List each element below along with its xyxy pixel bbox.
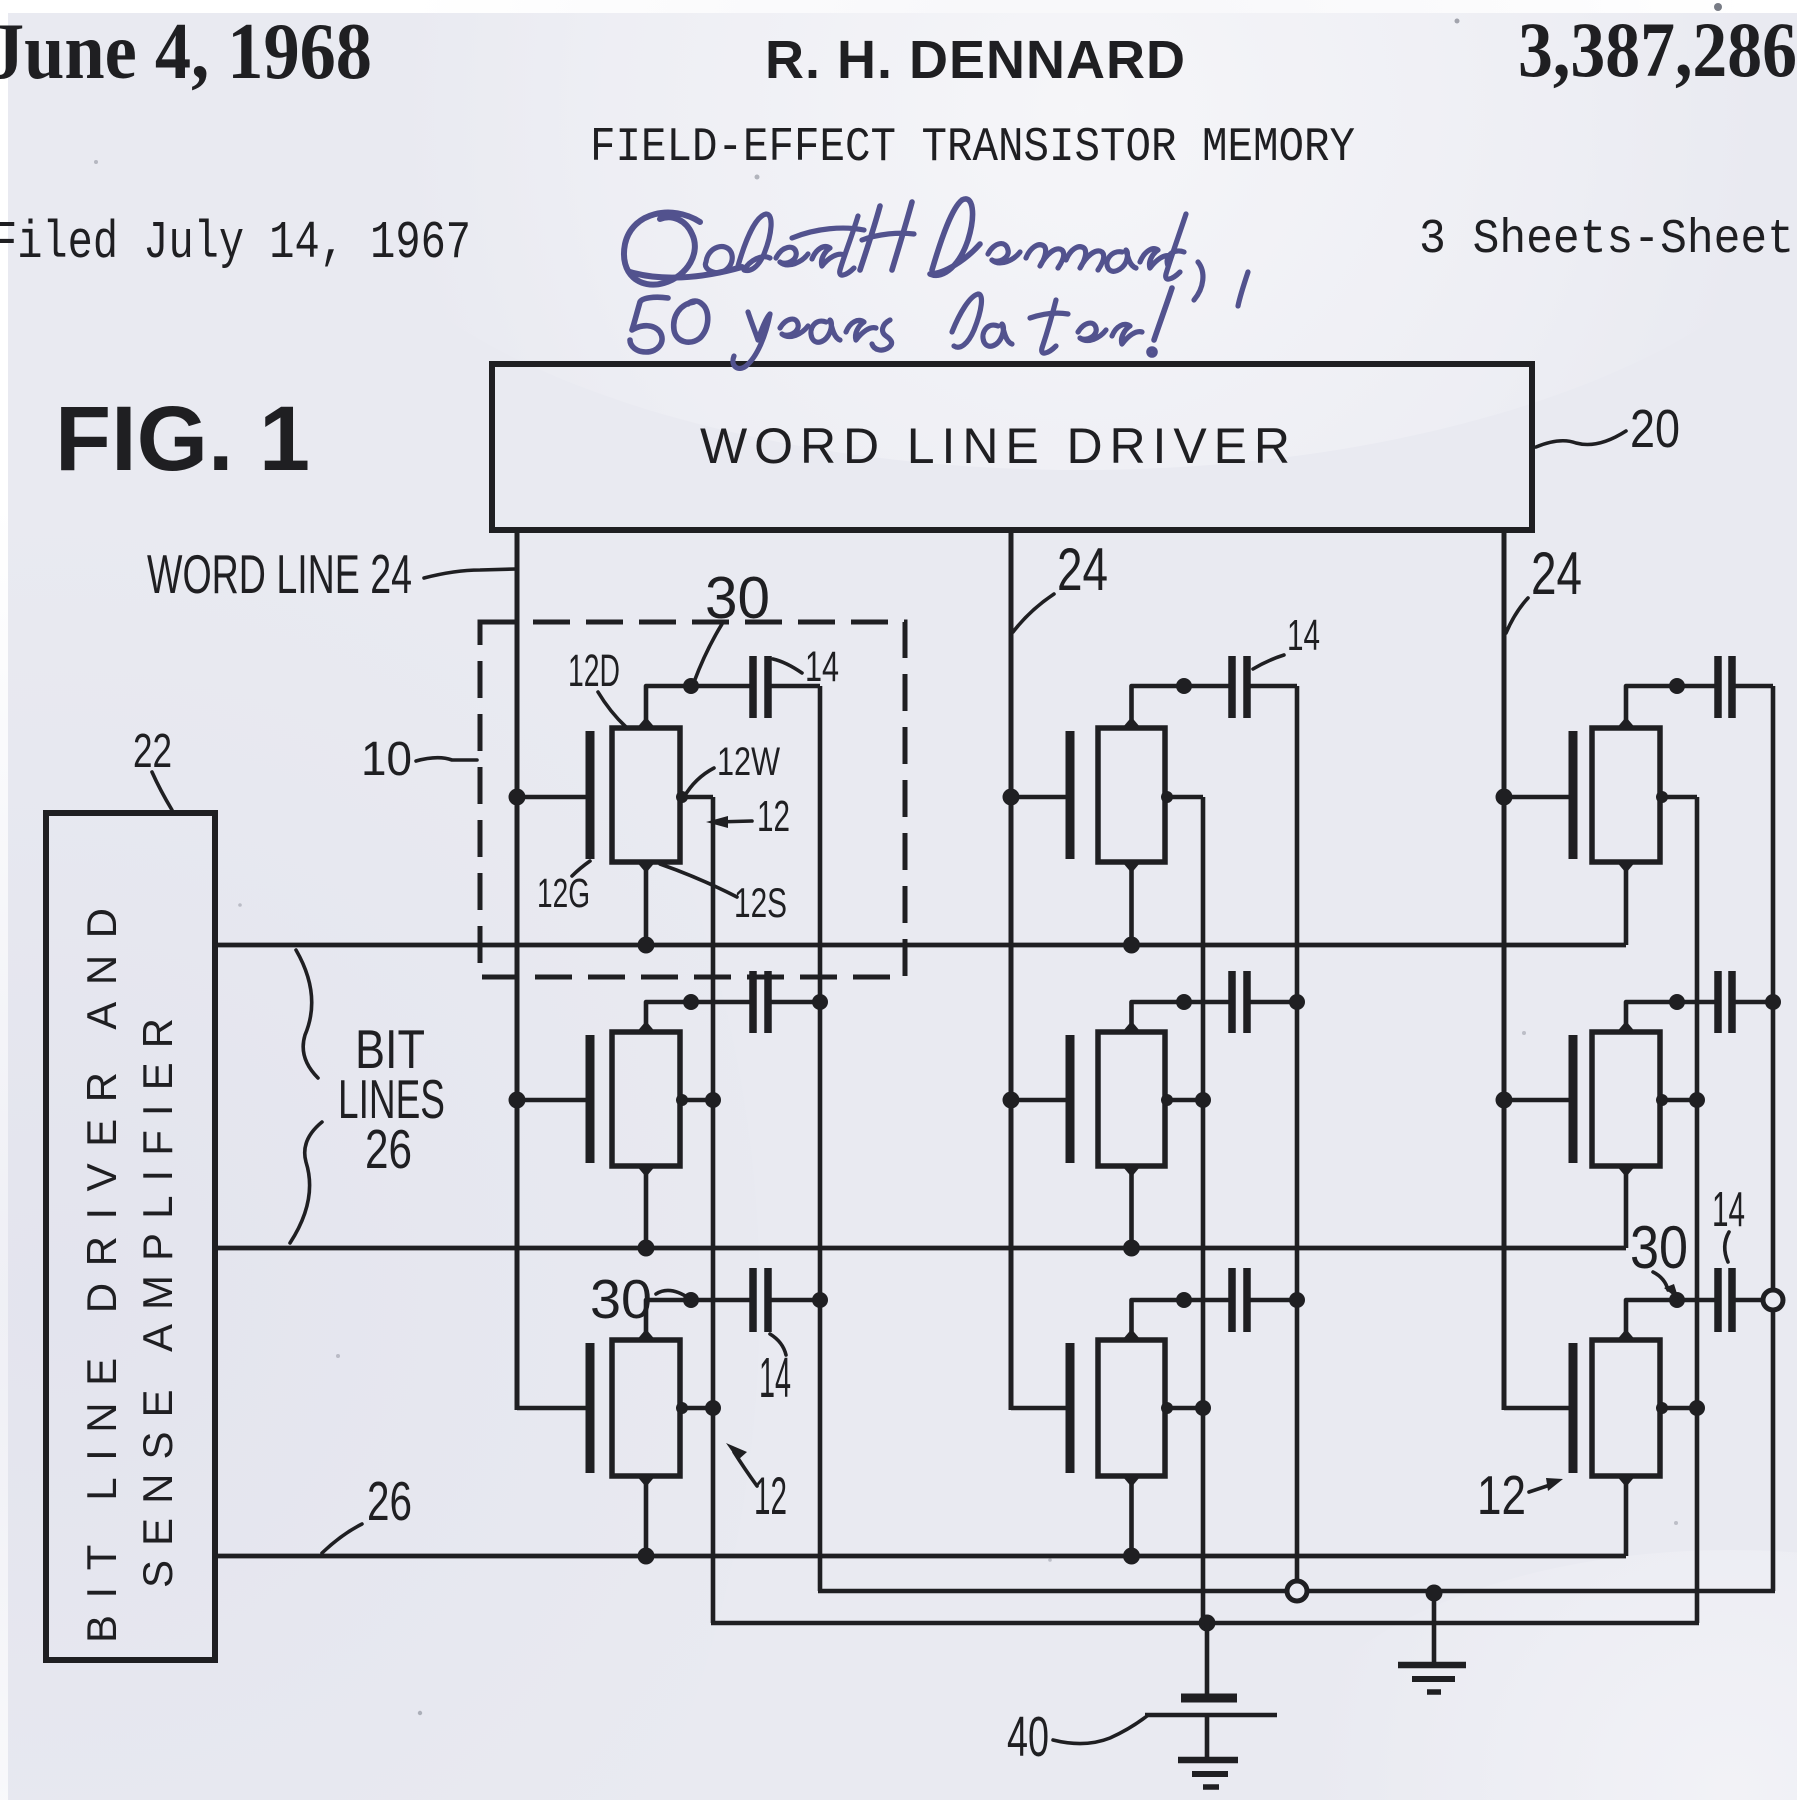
- svg-text:LINES: LINES: [338, 1068, 445, 1130]
- svg-text:26: 26: [367, 1470, 412, 1532]
- svg-text:14: 14: [805, 643, 839, 691]
- svg-text:12G: 12G: [537, 870, 590, 916]
- svg-text:3,387,286: 3,387,286: [1518, 6, 1797, 93]
- svg-text:24: 24: [1531, 540, 1582, 607]
- svg-text:BIT: BIT: [355, 1018, 425, 1080]
- svg-text:12W: 12W: [717, 740, 780, 784]
- svg-text:20: 20: [1630, 399, 1680, 459]
- svg-text:40: 40: [1007, 1705, 1049, 1769]
- svg-text:24: 24: [1057, 536, 1108, 603]
- svg-text:30: 30: [1630, 1214, 1688, 1281]
- svg-text:WORD LINE 24: WORD LINE 24: [147, 543, 412, 605]
- svg-text:12: 12: [757, 792, 790, 841]
- svg-text:30: 30: [705, 565, 770, 631]
- svg-text:22: 22: [133, 725, 172, 778]
- svg-text:14: 14: [1712, 1183, 1745, 1237]
- svg-text:SENSE AMPLIFIER: SENSE AMPLIFIER: [134, 1018, 181, 1588]
- svg-text:WORD LINE DRIVER: WORD LINE DRIVER: [700, 418, 1290, 474]
- svg-text:12S: 12S: [734, 879, 787, 926]
- svg-text:26: 26: [365, 1118, 412, 1180]
- svg-text:June 4, 1968: June 4, 1968: [0, 6, 372, 96]
- svg-text:R. H. DENNARD: R. H. DENNARD: [765, 30, 1185, 90]
- svg-text:FIELD-EFFECT TRANSISTOR MEMORY: FIELD-EFFECT TRANSISTOR MEMORY: [590, 121, 1355, 175]
- svg-text:FIG. 1: FIG. 1: [55, 388, 310, 490]
- svg-text:12D: 12D: [568, 645, 620, 696]
- svg-text:12: 12: [754, 1467, 787, 1526]
- svg-text:14: 14: [1287, 611, 1320, 660]
- svg-text:12: 12: [1477, 1464, 1526, 1526]
- svg-text:30: 30: [590, 1268, 652, 1330]
- svg-text:3 Sheets-Sheet: 3 Sheets-Sheet: [1419, 213, 1794, 267]
- svg-text:10: 10: [361, 733, 412, 786]
- svg-text:Filed July 14, 1967: Filed July 14, 1967: [0, 213, 471, 273]
